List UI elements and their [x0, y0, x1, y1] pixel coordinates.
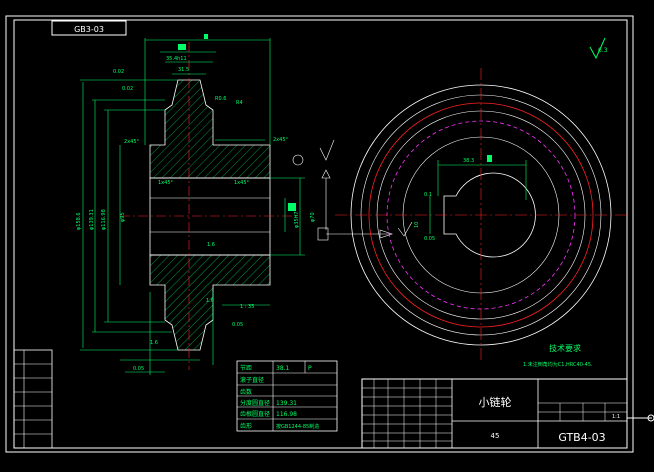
front-view: 38.3 10 0.1 0.05 [335, 68, 627, 362]
roughness-mark-bore [397, 221, 413, 237]
datum-arrow [321, 169, 331, 179]
dim-slope: 1 : 35 [240, 304, 254, 310]
material: 45 [491, 432, 500, 440]
dim-flat: 0.05 [232, 322, 243, 328]
dim-keyway-h: 38.3 [463, 158, 474, 164]
param-table [236, 360, 338, 432]
dim-chamfer-2: 1x45° [158, 180, 174, 186]
dim-keyway-tol: 0.1 [424, 192, 432, 198]
bore-keyway [443, 172, 536, 258]
scale: 1:1 [612, 414, 620, 420]
inner-frame [13, 19, 628, 449]
title-block [361, 378, 628, 449]
dim-pos-tol: 0.05 [424, 236, 435, 242]
param-value-0: 38.1 [276, 365, 290, 372]
drawing-number: GTB4-03 [558, 431, 605, 444]
dim-keyway-w: 10 [414, 222, 420, 228]
dim-od: φ158.6 [76, 212, 82, 230]
dim-chamfer-1: 2x45° [124, 139, 140, 145]
param-label-0: 节距 [240, 364, 252, 372]
dim-hub: φ95 [120, 212, 126, 222]
dim-rough-2: 1.6 [206, 298, 214, 304]
roughness-symbol: 6.3 [589, 37, 608, 60]
dim-flat-2: 0.05 [133, 366, 144, 372]
dim-marker-bore [288, 203, 296, 211]
param-value-4: 116.98 [276, 411, 297, 418]
cursor-marker [647, 414, 654, 422]
dim-chamfer-width: 31.5 [178, 67, 189, 73]
dim-root: φ116.98 [101, 209, 107, 230]
dim-tol-2: 0.02 [122, 86, 133, 92]
tech-req-line: 1.未注倒角均为C1,HRC40-45. [523, 361, 593, 368]
lower-hatch [149, 254, 271, 351]
dim-marker-top [178, 44, 186, 50]
dim-marker-top2 [204, 34, 208, 39]
dim-tip-r: R0.6 [215, 96, 226, 102]
outer-frame [5, 15, 634, 453]
header-label: GB3-03 [74, 25, 104, 34]
part-name: 小链轮 [479, 395, 512, 409]
param-extra-0: P [308, 365, 312, 372]
upper-hatch [149, 79, 271, 179]
param-value-5: 按GB1244-85制造 [276, 423, 319, 430]
roughness-mark-hub [319, 139, 335, 161]
section-arrow [379, 229, 393, 239]
dim-tooth-width: 35.4h11 [166, 56, 187, 62]
dimension-lines [80, 38, 305, 375]
dim-tol-1: 0.02 [113, 69, 124, 75]
bore-outline [149, 177, 271, 256]
roughness-value: 6.3 [598, 47, 608, 54]
param-value-3: 139.31 [276, 400, 297, 407]
dim-bore: φ35H7 [294, 211, 300, 228]
dim-pitch: φ139.31 [89, 209, 95, 230]
dim-chamfer-4: 2x45° [273, 137, 289, 143]
section-view [120, 42, 300, 370]
param-label-5: 齿形 [240, 422, 252, 430]
dim-chamfer-3: 1x45° [234, 180, 250, 186]
dim-root-r: R4 [236, 100, 243, 106]
param-label-1: 滚子直径 [240, 376, 264, 384]
datum-circle [292, 154, 304, 166]
dim-marker-keyway [487, 155, 492, 162]
header-box [51, 20, 127, 36]
left-table [13, 349, 53, 449]
tech-req-heading: 技术要求 [549, 343, 581, 353]
dim-bore-dia: φ70 [310, 212, 316, 222]
param-label-4: 齿根圆直径 [240, 410, 270, 418]
dim-rough-1: 1.6 [207, 242, 215, 248]
dim-rough-3: 1.6 [150, 340, 158, 346]
param-label-3: 分度圆直径 [240, 399, 270, 407]
param-label-2: 齿数 [240, 388, 252, 396]
